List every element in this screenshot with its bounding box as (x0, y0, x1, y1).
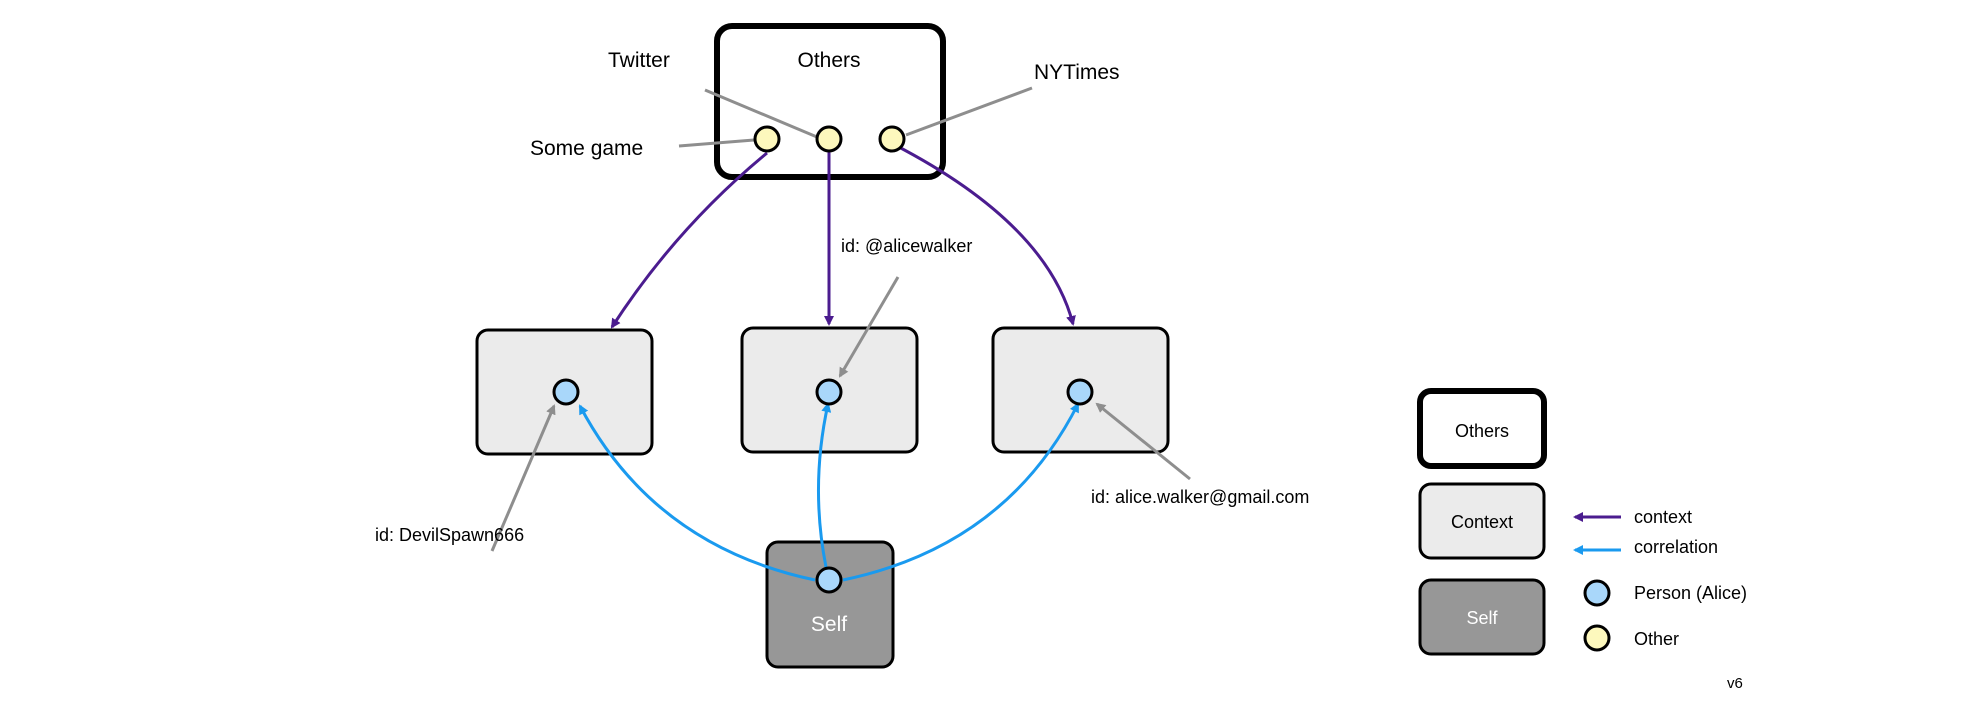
correlation-arrow-left (578, 404, 816, 582)
label-id-gmail: id: alice.walker@gmail.com (1091, 487, 1309, 507)
label-twitter: Twitter (608, 49, 670, 72)
legend-context-arrow-label: context (1634, 507, 1692, 527)
other-node-nytimes (878, 125, 906, 153)
correlation-arrow-right (842, 402, 1080, 582)
legend-correlation-arrow-label: correlation (1634, 537, 1718, 557)
person-node-right (1066, 378, 1094, 406)
legend-self-box (1418, 578, 1546, 656)
correlation-arrow-middle (816, 402, 832, 568)
callout-line-twitter (704, 88, 818, 139)
callout-arrow-gmail (1095, 402, 1191, 481)
person-node-left (552, 378, 580, 406)
legend-context-box (1418, 482, 1546, 560)
callout-arrow-alicewalker (838, 276, 900, 378)
legend-person-node (1583, 579, 1611, 607)
legend-person-label: Person (Alice) (1634, 583, 1747, 603)
context-arrow-right (894, 143, 1076, 326)
callout-arrow-devilspawn (490, 404, 556, 552)
label-id-devilspawn: id: DevilSpawn666 (375, 525, 524, 545)
callout-line-nytimes (905, 86, 1033, 137)
legend-other-node (1583, 624, 1611, 652)
legend-others-box (1417, 388, 1547, 469)
other-node-twitter (815, 125, 843, 153)
person-node-middle (815, 378, 843, 406)
label-id-alicewalker: id: @alicewalker (841, 236, 972, 256)
legend-others-label: Others (1455, 421, 1509, 441)
context-arrow-left (610, 151, 768, 329)
label-nytimes: NYTimes (1034, 61, 1120, 84)
label-some-game: Some game (530, 137, 643, 160)
others-box-title: Others (797, 49, 860, 72)
legend-other-label: Other (1634, 629, 1679, 649)
legend-context-label: Context (1451, 512, 1513, 532)
callout-line-some-game (678, 138, 755, 148)
version-label: v6 (1727, 675, 1743, 692)
legend-self-label: Self (1466, 608, 1498, 628)
person-node-self (815, 566, 843, 594)
self-box-label: Self (811, 613, 847, 636)
other-node-some-game (753, 125, 781, 153)
self-box (765, 540, 895, 669)
